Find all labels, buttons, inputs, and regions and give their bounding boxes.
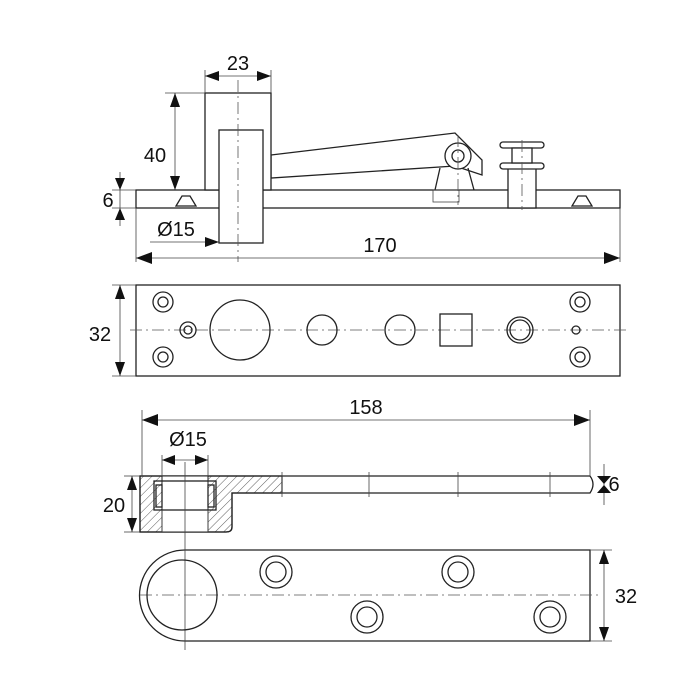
dim-6-arm: 6 xyxy=(608,474,619,496)
dim-bore-diameter: Ø15 xyxy=(169,429,207,451)
arm-section-view: 158 Ø15 20 6 xyxy=(103,397,620,540)
dim-40: 40 xyxy=(144,145,166,167)
dim-23: 23 xyxy=(227,53,249,75)
dim-170: 170 xyxy=(363,235,396,257)
pivot-side-view: 23 40 6 Ø15 170 xyxy=(102,53,621,264)
dim-6: 6 xyxy=(102,190,113,212)
dim-32-plan: 32 xyxy=(89,324,111,346)
dim-pin-diameter: Ø15 xyxy=(157,219,195,241)
arm-plan-view: 32 xyxy=(138,540,637,650)
pivot-plan-view: 32 xyxy=(89,284,628,377)
dim-20: 20 xyxy=(103,495,125,517)
dim-32-arm: 32 xyxy=(615,586,637,608)
dim-158: 158 xyxy=(349,397,382,419)
